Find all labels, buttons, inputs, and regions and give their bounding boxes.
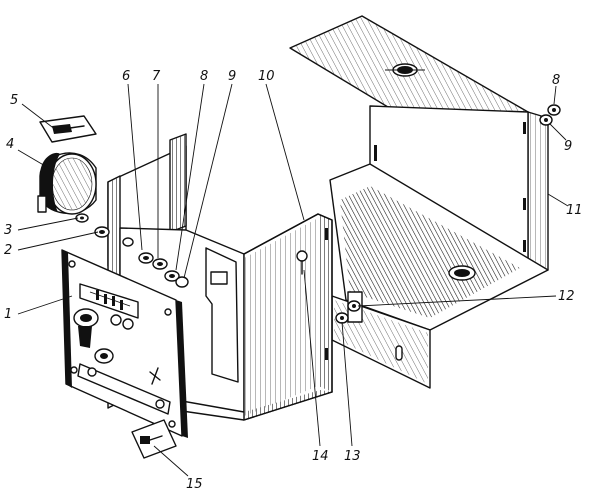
- washers-2-3: [75, 213, 110, 238]
- callout-4: 4: [6, 137, 14, 152]
- callout-11: 11: [566, 203, 583, 218]
- callout-9-right: 9: [564, 139, 572, 154]
- front-plate-1: [61, 249, 188, 438]
- nuts-12-13: [335, 300, 361, 324]
- callout-2: 2: [4, 243, 12, 258]
- callout-15: 15: [186, 477, 203, 492]
- screw-5: [39, 115, 97, 143]
- callout-8-right: 8: [552, 73, 560, 88]
- hardware-6-9: [122, 237, 189, 288]
- callout-5: 5: [10, 93, 18, 108]
- nuts-8-9-right: [539, 104, 561, 126]
- callout-6: 6: [122, 69, 130, 84]
- callout-14: 14: [312, 449, 329, 464]
- callout-9: 9: [228, 69, 236, 84]
- meter-4: [37, 152, 97, 215]
- callout-13: 13: [344, 449, 361, 464]
- leader-lines: [17, 83, 569, 477]
- housing-11: [289, 15, 549, 389]
- callout-1: 1: [4, 307, 12, 322]
- screw-15: [131, 419, 177, 459]
- callout-10: 10: [258, 69, 275, 84]
- callout-7: 7: [152, 69, 161, 84]
- callout-3: 3: [4, 223, 12, 238]
- callout-12: 12: [558, 289, 575, 304]
- callout-numbers: 1 2 3 4 5 6 7 8 9 10 8 9 11 12 13 14 15: [4, 69, 583, 492]
- callout-8: 8: [200, 69, 208, 84]
